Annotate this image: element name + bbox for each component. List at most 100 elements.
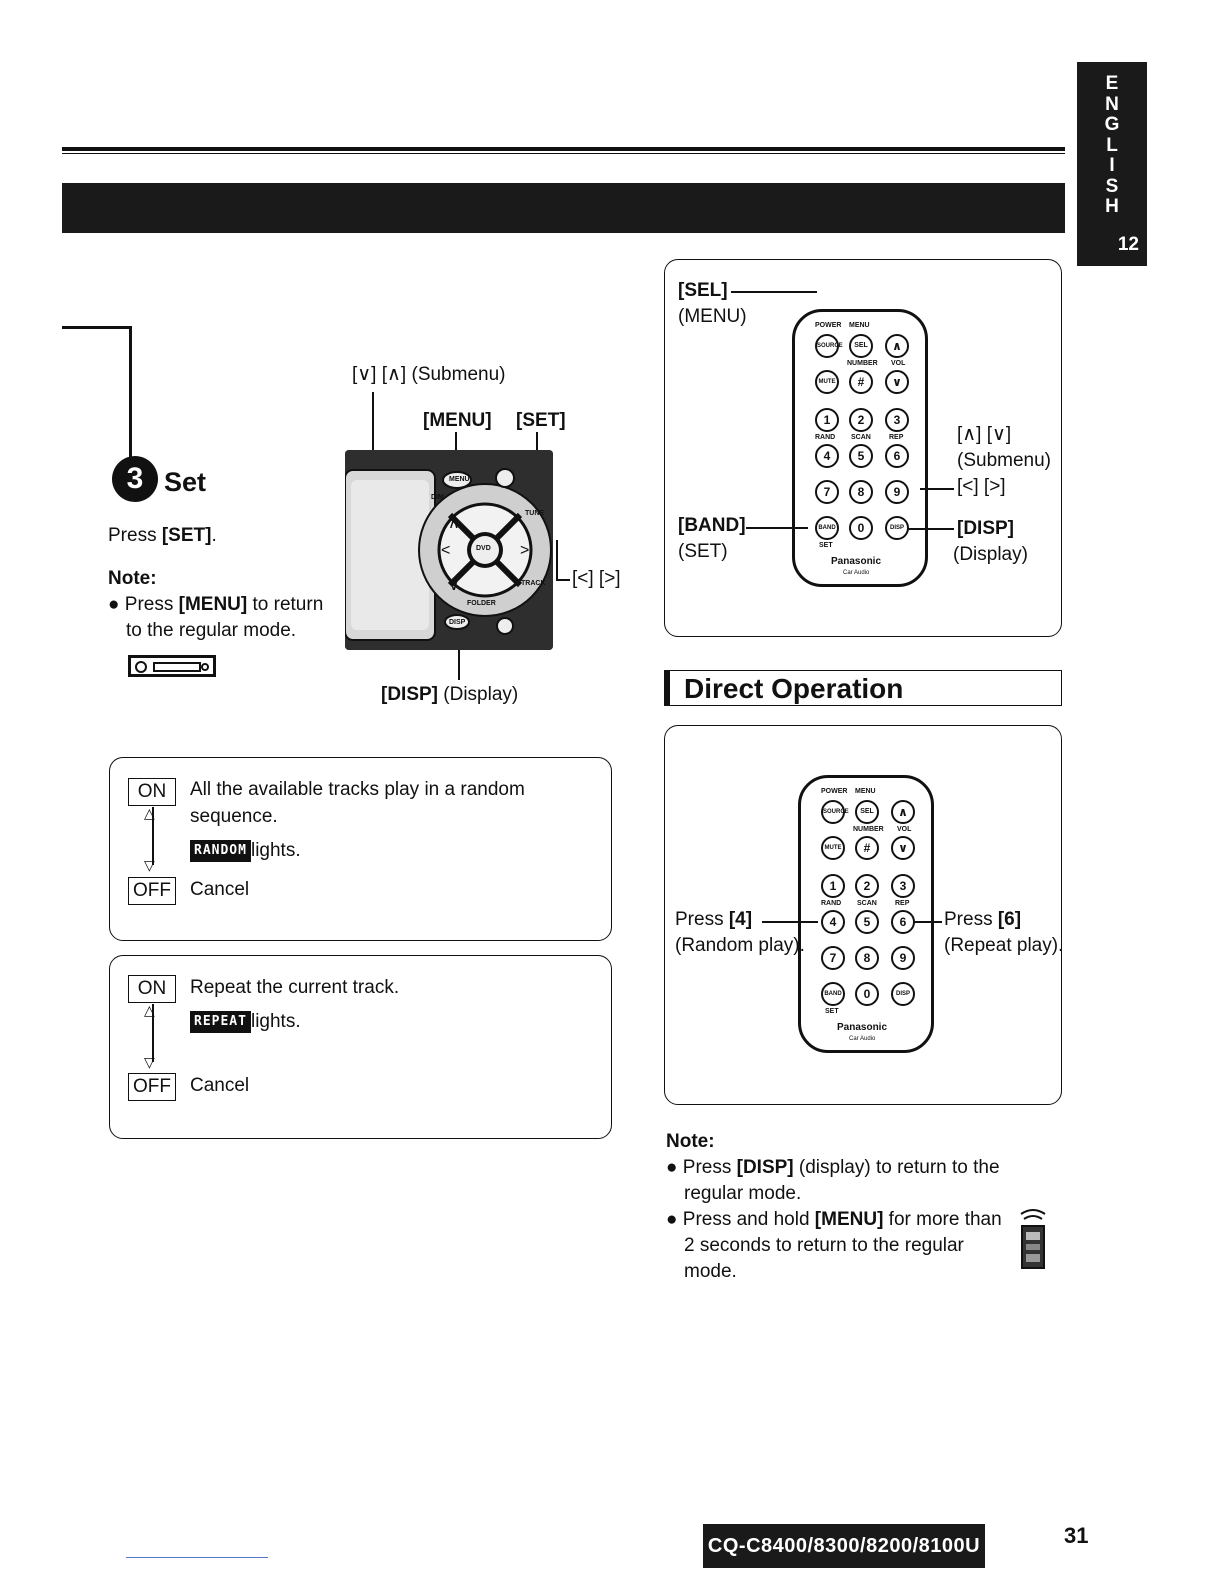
remote-key-3: 3	[885, 408, 909, 432]
sel-key-desc: (MENU)	[678, 306, 747, 327]
step-instruction: Press [SET].	[108, 525, 217, 546]
remote-key-0: 0	[855, 982, 879, 1006]
off-tag: OFF	[128, 877, 176, 905]
disp-key-desc: (Display)	[953, 544, 1028, 565]
remote-brand: Panasonic	[831, 556, 882, 567]
remote-down-button: ∨	[891, 836, 915, 860]
remote-key-0: 0	[849, 516, 873, 540]
remote-key-1: 1	[815, 408, 839, 432]
panel-key-dvd: DVD	[476, 545, 491, 552]
panel-key-dim: DIM	[431, 494, 444, 501]
note-label: Note:	[108, 568, 157, 589]
remote-key-8: 8	[855, 946, 879, 970]
remote-band-button: BAND	[821, 982, 845, 1006]
remote-key-6: 6	[891, 910, 915, 934]
press4-desc: (Random play).	[675, 935, 805, 956]
on-tag: ON	[128, 778, 176, 806]
arrow-up-icon: △	[144, 1002, 155, 1018]
svg-text:∨: ∨	[448, 577, 460, 594]
press6-desc: (Repeat play).	[944, 935, 1064, 956]
language-tab: E N G L I S H 12	[1077, 62, 1147, 266]
remote-disp-button: DISP	[885, 516, 909, 540]
leader-line	[372, 392, 374, 452]
remote-key-5: 5	[855, 910, 879, 934]
remote-key-label: RAND	[815, 434, 836, 441]
language-letter: H	[1105, 196, 1119, 217]
language-letter: S	[1105, 175, 1119, 197]
title-band	[62, 183, 1065, 233]
remote-key-label: VOL	[891, 360, 906, 367]
repeat-indicator-line: REPEAT lights.	[190, 1009, 301, 1035]
remote-key-2: 2	[849, 408, 873, 432]
bottom-note-item2: ● Press and hold [MENU] for more than	[666, 1209, 1002, 1230]
language-letter: G	[1104, 114, 1120, 135]
page-number: 31	[1064, 1523, 1089, 1548]
step-title: Set	[164, 467, 207, 497]
submenu-label: [∨] [∧] (Submenu)	[352, 364, 506, 385]
remote-key-label: SET	[819, 542, 833, 549]
remote-key-1: 1	[821, 874, 845, 898]
remote-key-4: 4	[821, 910, 845, 934]
remote-up-button: ∧	[885, 334, 909, 358]
remote-subbrand: Car Audio	[843, 570, 870, 576]
note-item-line2: to the regular mode.	[126, 620, 297, 641]
remote-sel-button: SEL	[849, 334, 873, 358]
model-number-tab: CQ-C8400/8300/8200/8100U	[703, 1524, 985, 1568]
repeat-indicator: REPEAT	[190, 1011, 251, 1033]
remote-key-7: 7	[821, 946, 845, 970]
remote-key-label: SCAN	[857, 900, 877, 907]
updown-desc: (Submenu)	[957, 450, 1051, 471]
disp-key-label: [DISP]	[957, 518, 1014, 539]
panel-key-menu: MENU	[449, 476, 470, 483]
remote-disp-button: DISP	[891, 982, 915, 1006]
lights-text: lights.	[250, 1011, 301, 1032]
random-indicator: RANDOM	[190, 840, 251, 862]
menu-key-label: [MENU]	[423, 410, 492, 431]
remote-control-direct: POWER MENU SOURCE SEL ∧ NUMBER VOL MUTE …	[798, 775, 934, 1053]
remote-control-top: POWER MENU SOURCE SEL ∧ NUMBER VOL MUTE …	[792, 309, 928, 587]
language-letter: E	[1105, 73, 1119, 94]
remote-sel-button: SEL	[855, 800, 879, 824]
remote-key-label: MENU	[855, 788, 876, 795]
remote-key-2: 2	[855, 874, 879, 898]
remote-key-label: NUMBER	[847, 360, 878, 367]
arrow-down-icon: ▽	[144, 1054, 155, 1070]
language-letter: L	[1106, 134, 1118, 156]
updown-label: [∧] [∨]	[957, 424, 1012, 445]
remote-key-label: RAND	[821, 900, 842, 907]
remote-key-label: REP	[889, 434, 904, 441]
leader-line	[731, 291, 817, 293]
remote-key-6: 6	[885, 444, 909, 468]
remote-source-button: SOURCE	[821, 800, 849, 824]
remote-key-3: 3	[891, 874, 915, 898]
cancel-text: Cancel	[190, 1075, 250, 1096]
remote-band-button: BAND	[815, 516, 839, 540]
toggle-arrow	[152, 807, 154, 865]
leader-line	[762, 921, 818, 923]
note-item: ● Press [MENU] to return	[108, 594, 324, 615]
remote-number-button: #	[849, 370, 873, 394]
step-bracket-line	[129, 326, 132, 461]
language-letter: I	[1109, 155, 1115, 176]
cancel-text: Cancel	[190, 879, 250, 900]
press4-label: Press [4]	[675, 909, 753, 930]
leader-line	[746, 527, 808, 529]
leader-line	[556, 540, 558, 580]
bottom-note-item1: ● Press [DISP] (display) to return to th…	[666, 1157, 1000, 1178]
arrows-label: [<] [>]	[572, 568, 621, 589]
section-title-text: Direct Operation	[684, 673, 904, 704]
random-desc-line2: sequence.	[190, 806, 278, 827]
head-unit-panel: ∧ < > ∨ MENU DIM DVD TUNE TRACK FOLDER D…	[345, 450, 553, 650]
leader-line	[914, 921, 942, 923]
bottom-note-label: Note:	[666, 1131, 715, 1152]
leader-line	[536, 432, 538, 462]
random-indicator-line: RANDOM lights.	[190, 838, 301, 864]
remote-mute-button: MUTE	[815, 370, 839, 394]
sel-key-label: [SEL]	[678, 280, 728, 301]
remote-key-label: REP	[895, 900, 910, 907]
remote-key-label: POWER	[815, 322, 842, 329]
band-key-label: [BAND]	[678, 515, 746, 536]
leader-line	[455, 432, 457, 462]
remote-down-button: ∨	[885, 370, 909, 394]
remote-brand: Panasonic	[837, 1022, 888, 1033]
